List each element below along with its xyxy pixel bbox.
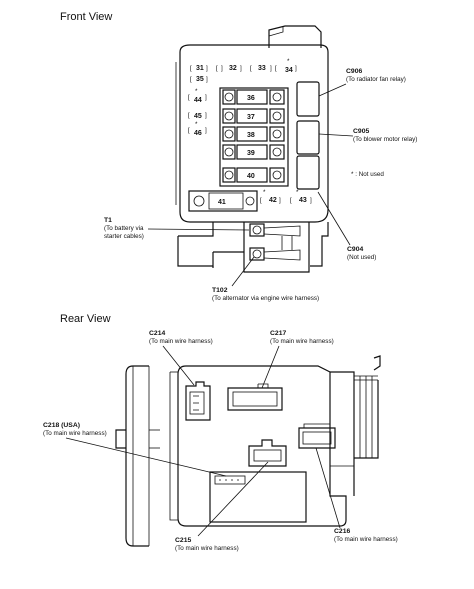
svg-text:C217: C217 xyxy=(270,330,286,337)
rear-fuse-box xyxy=(115,355,381,547)
front-top-tab xyxy=(268,25,322,48)
svg-text:C218 (USA): C218 (USA) xyxy=(43,422,80,429)
c218-connector xyxy=(209,471,307,523)
not-used-note: * : Not used xyxy=(351,171,384,178)
svg-text:[: [ xyxy=(290,197,292,204)
svg-text:]: ] xyxy=(205,112,207,119)
svg-text:(To battery via: (To battery via xyxy=(104,225,144,232)
rear-left-bracket xyxy=(125,365,149,547)
label-t102: T102 (To alternator via engine wire harn… xyxy=(212,287,319,302)
label-c216: C216 (To main wire harness) xyxy=(334,528,398,543)
label-c905: C905 (To blower motor relay) xyxy=(353,128,417,143)
fuse-34: 34 xyxy=(285,67,293,74)
fuse-42-asterisk: * xyxy=(263,189,266,196)
rear-box-outline xyxy=(177,365,347,527)
fuse-37: 37 xyxy=(247,114,255,121)
fuse-34-asterisk: * xyxy=(287,58,290,65)
fuse-35: 35 xyxy=(196,76,204,83)
svg-text:C904: C904 xyxy=(347,246,363,253)
svg-text:]: ] xyxy=(205,94,207,101)
c216-connector xyxy=(298,423,336,449)
svg-text:]: ] xyxy=(206,76,208,83)
label-c218: C218 (USA) (To main wire harness) xyxy=(43,422,107,437)
fuse-41: 41 xyxy=(218,199,226,206)
svg-text:]: ] xyxy=(240,65,242,72)
svg-text:[: [ xyxy=(275,65,277,72)
c904-relay-socket xyxy=(296,155,320,190)
svg-text:(To main wire harness): (To main wire harness) xyxy=(270,338,334,345)
svg-text:(To main wire harness): (To main wire harness) xyxy=(149,338,213,345)
svg-text:(To radiator fan relay): (To radiator fan relay) xyxy=(346,76,406,83)
fuse-42: 42 xyxy=(269,197,277,204)
svg-text:C216: C216 xyxy=(334,528,350,535)
label-t1: T1 (To battery via starter cables) xyxy=(104,217,144,240)
svg-text:]: ] xyxy=(279,197,281,204)
svg-text:starter cables): starter cables) xyxy=(104,233,144,240)
rear-view-title: Rear View xyxy=(60,313,111,325)
fuse-32: 32 xyxy=(229,65,237,72)
label-c906: C906 (To radiator fan relay) xyxy=(346,68,406,83)
svg-text:[: [ xyxy=(188,94,190,101)
svg-text:[: [ xyxy=(188,112,190,119)
fuse-40: 40 xyxy=(247,173,255,180)
fuse-43: 43 xyxy=(299,197,307,204)
svg-text:C215: C215 xyxy=(175,537,191,544)
fuse-36: 36 xyxy=(247,95,255,102)
fuse-row-top: [31] [] 32] [ 33] [ * 34] [35] xyxy=(190,58,297,83)
svg-text:(To main wire harness): (To main wire harness) xyxy=(175,545,239,552)
fuse-row-bottom: * [42] * [43] xyxy=(260,189,312,204)
svg-text:]: ] xyxy=(221,65,223,72)
fuse-39: 39 xyxy=(247,150,255,157)
fuse-44: 44 xyxy=(194,97,202,104)
fuse-43-asterisk: * xyxy=(296,189,299,196)
fuse-44-asterisk: * xyxy=(195,88,198,95)
c214-connector xyxy=(185,381,211,421)
c906-relay-socket xyxy=(296,81,320,117)
label-c904: C904 (Not used) xyxy=(347,246,376,261)
svg-text:[: [ xyxy=(188,127,190,134)
svg-text:]: ] xyxy=(310,197,312,204)
svg-text:(To main wire harness): (To main wire harness) xyxy=(334,536,398,543)
fuse-46-asterisk: * xyxy=(195,121,198,128)
svg-text:]: ] xyxy=(295,65,297,72)
svg-text:[: [ xyxy=(190,76,192,83)
fuse-46: 46 xyxy=(194,130,202,137)
fuse-38: 38 xyxy=(247,132,255,139)
svg-text:(To alternator via engine wire: (To alternator via engine wire harness) xyxy=(212,295,319,302)
rear-right-ribs xyxy=(330,355,381,496)
svg-text:(To main wire harness): (To main wire harness) xyxy=(43,430,107,437)
front-fuse-box: [31] [] 32] [ 33] [ * 34] [35] [*44] [45… xyxy=(175,25,329,273)
svg-text:[: [ xyxy=(216,65,218,72)
svg-text:]: ] xyxy=(270,65,272,72)
fuse-column-left: [ * 44] [45] [ * 46] xyxy=(188,88,207,137)
front-view-title: Front View xyxy=(60,11,112,23)
c905-relay-socket xyxy=(296,120,320,155)
svg-text:[: [ xyxy=(250,65,252,72)
svg-text:[: [ xyxy=(190,65,192,72)
svg-text:(To blower motor relay): (To blower motor relay) xyxy=(353,136,417,143)
svg-text:T102: T102 xyxy=(212,287,228,294)
svg-text:C905: C905 xyxy=(353,128,369,135)
fuse-41-block: 41 xyxy=(188,190,258,212)
svg-text:C214: C214 xyxy=(149,330,165,337)
fuse-31: 31 xyxy=(196,65,204,72)
c217-connector xyxy=(227,383,283,411)
label-c217: C217 (To main wire harness) xyxy=(270,330,334,345)
fuse-block-large: 36 37 38 39 40 xyxy=(219,87,289,187)
c215-connector xyxy=(248,439,287,467)
svg-text:[: [ xyxy=(260,197,262,204)
label-c214: C214 (To main wire harness) xyxy=(149,330,213,345)
svg-text:C906: C906 xyxy=(346,68,362,75)
svg-text:]: ] xyxy=(206,65,208,72)
svg-text:]: ] xyxy=(205,127,207,134)
fuse-33: 33 xyxy=(258,65,266,72)
fuse-45: 45 xyxy=(194,113,202,120)
svg-text:(Not used): (Not used) xyxy=(347,254,376,261)
label-c215: C215 (To main wire harness) xyxy=(175,537,239,552)
svg-text:T1: T1 xyxy=(104,217,112,224)
front-box-outline xyxy=(179,44,329,223)
